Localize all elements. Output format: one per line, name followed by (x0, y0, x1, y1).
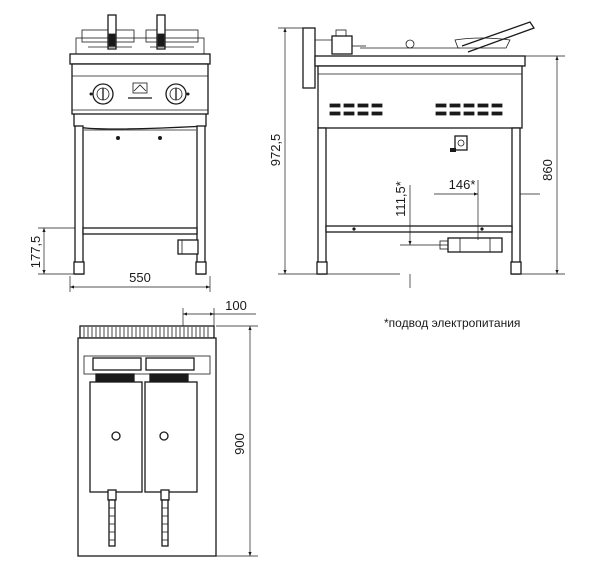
dimension-total-height: 972,5 (268, 134, 283, 167)
power-connector-side (439, 237, 503, 253)
front-leg-left (74, 125, 84, 275)
dimension-rear-clearance: 100 (225, 298, 247, 313)
side-dimensions (278, 27, 565, 288)
power-connector-front (177, 239, 199, 255)
side-leg-right (511, 127, 521, 275)
top-dimensions (182, 308, 258, 557)
dimension-connector-offset-h: 146* (449, 177, 476, 192)
dimension-leg-height: 177,5 (28, 236, 43, 269)
dimension-width-front: 550 (129, 270, 151, 285)
side-view (302, 21, 535, 275)
side-basket-handle (360, 21, 535, 53)
front-dimensions (38, 227, 211, 292)
basket-handle-icon (160, 489, 170, 547)
side-body (317, 65, 523, 129)
front-baskets (75, 14, 205, 57)
front-view (69, 14, 211, 275)
basket-handle-icon (107, 489, 117, 547)
dimension-connector-offset-v: 111,5* (393, 181, 408, 217)
drain-valve-icon (450, 135, 468, 152)
front-top-rim (69, 53, 211, 65)
vent-slots (329, 103, 503, 116)
dimension-depth: 900 (232, 433, 247, 455)
dimension-top-height: 860 (540, 159, 555, 181)
top-view (77, 325, 217, 557)
brand-logo-icon (128, 82, 152, 99)
top-basket-right (144, 381, 198, 493)
footnote-power-supply: *подвод электропитания (384, 316, 520, 330)
knob-icon (89, 83, 114, 105)
side-back-panel (302, 27, 316, 89)
knob-icon (165, 83, 190, 105)
side-leg-left (317, 127, 327, 275)
side-control-unit (315, 29, 366, 55)
